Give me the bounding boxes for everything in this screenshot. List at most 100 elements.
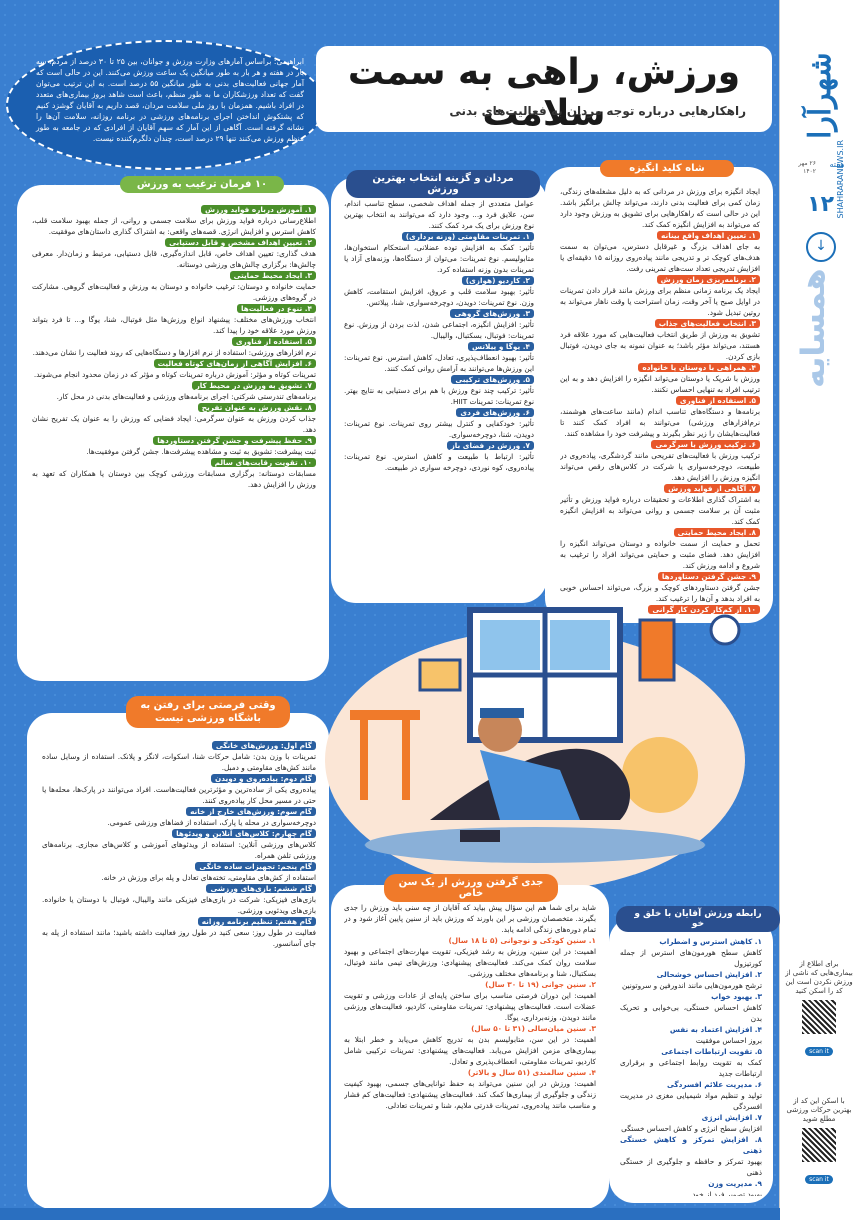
item-text: پیاده‌روی یکی از ساده‌ترین و مؤثرترین فع…: [42, 785, 316, 805]
newspaper-logo: شهرآرا: [803, 52, 838, 140]
man-exercising-illustration: [325, 607, 745, 890]
item-heading: ۱. تمرینات مقاومتی (وزنه برداری): [401, 232, 534, 241]
item-text: بهبود تمرکز و حافظه و جلوگیری از خستگی ذ…: [620, 1157, 762, 1177]
item-heading: گام دوم: پیاده‌روی و دویدن: [211, 774, 316, 783]
list-item: ۱. سنین کودکی و نوجوانی (۵ تا ۱۸ سال) اه…: [344, 935, 596, 979]
item-heading: ۱. سنین کودکی و نوجوانی (۵ تا ۱۸ سال): [448, 936, 596, 945]
list-item: ۳. ایجاد محیط حمایتی حمایت خانواده و دوس…: [32, 270, 316, 303]
qr-panel: برای اطلاع از بیماری‌هایی که ناشی از ورز…: [784, 960, 854, 1210]
intro-bubble: [6, 40, 326, 170]
list-item: ۴. افزایش اعتماد به نفس بروز احساس موفقی…: [620, 1024, 762, 1046]
item-text: اطلاع‌رسانی درباره فواید ورزش برای سلامت…: [32, 216, 316, 236]
arrow-down-icon: ↓: [806, 232, 836, 262]
list-item: ۴. تنوع در فعالیت‌ها انتخاب ورزش‌های مخت…: [32, 303, 316, 336]
list-item: ۱. کاهش استرس و اضطراب کاهش سطح هورمون‌ه…: [620, 936, 762, 969]
item-heading: ۷. آگاهی از فواید ورزش: [664, 484, 760, 493]
item-heading: ۵. استفاده از فناوری: [675, 396, 760, 405]
item-text: به جای اهداف بزرگ و غیرقابل دسترس، می‌تو…: [560, 242, 760, 273]
list-item: ۷. آگاهی از فواید ورزش به اشتراک گذاری ا…: [560, 483, 760, 527]
item-text: تولید و تنظیم مواد شیمیایی مغزی در مدیری…: [620, 1091, 762, 1111]
item-text: برنامه‌های تندرستی شرکتی: اجرای برنامه‌ه…: [56, 392, 316, 401]
list-item: ۶. افزایش آگاهی از زمان‌های کوتاه فعالیت…: [32, 358, 316, 380]
item-text: استفاده از کش‌های مقاومتی، تخته‌های تعاد…: [101, 873, 316, 882]
item-text: اهمیت: در این سنین، ورزش به رشد فیزیکی، …: [344, 947, 596, 978]
card-motivation-body: ایجاد انگیزه برای ورزش در مردانی که به د…: [560, 186, 760, 616]
item-heading: گام پنجم: تجهیزات ساده خانگی: [195, 862, 316, 871]
weekday: هفته: [829, 160, 845, 169]
item-text: انتخاب ورزش‌های مختلف: پیشنهاد انواع ورز…: [32, 315, 316, 335]
item-text: فعالیت در طول روز: سعی کنید در طول روز ف…: [42, 928, 316, 948]
card-no-gym-body: گام اول: ورزش‌های خانگی تمرینات با وزن ب…: [42, 740, 316, 1200]
card-ten-tips-title: ۱۰ فرمان ترغیب به ورزش: [120, 176, 284, 193]
card-best-sport-title: مردان و گزینه انتخاب بهترین ورزش: [346, 170, 540, 198]
qr-code-icon[interactable]: [802, 1128, 836, 1162]
list-item: ۳. بهبود خواب کاهش احساس خستگی، بی‌خوابی…: [620, 991, 762, 1024]
item-heading: ۴. افزایش اعتماد به نفس: [669, 1025, 762, 1034]
item-text: کمک به تقویت روابط اجتماعی و برقراری ارت…: [620, 1058, 762, 1078]
scan-badge: scan it: [805, 1047, 833, 1056]
item-text: اهمیت: این دوران فرصتی مناسب برای ساختن …: [344, 991, 596, 1022]
list-item: ۱۰. از کم‌کار کردن کار گرانی نگاه کردن ب…: [560, 604, 760, 616]
item-text: هدف گذاری: تعیین اهداف خاص، قابل اندازه‌…: [32, 249, 316, 269]
website-url[interactable]: SHAHRARANEWS.IR: [836, 140, 845, 219]
item-text: ترکیب ورزش با فعالیت‌های تفریحی مانند گر…: [560, 451, 760, 482]
item-text: به اشتراک گذاری اطلاعات و تحقیقات درباره…: [560, 495, 760, 526]
card-no-gym-title: وقتی فرصتی برای رفتن به باشگاه ورزشی نیس…: [126, 696, 290, 728]
item-heading: ۷. افزایش انرژی: [701, 1113, 762, 1122]
item-text: ثبت پیشرفت: تشویق به ثبت و مشاهده پیشرفت…: [86, 447, 316, 456]
list-item: ۲. افزایش احساس خوشحالی ترشح هورمون‌هایی…: [620, 969, 762, 991]
list-item: ۴. یوگا و پیلاتس تأثیر: بهبود انعطاف‌پذی…: [344, 341, 534, 374]
item-heading: ۴. یوگا و پیلاتس: [467, 342, 534, 351]
page-number: ۱۲: [807, 192, 834, 217]
card-mood-title: رابطه ورزش آقایان با خلق و خو: [616, 906, 780, 932]
qr-code-icon[interactable]: [802, 1000, 836, 1034]
title-box: ورزش، راهی به سمت سلامت راهکارهایی دربار…: [316, 46, 772, 134]
item-heading: ۱. آموزش درباره فواید ورزش: [200, 205, 316, 214]
list-item: ۲. برنامه‌ریزی زمان ورزش ایجاد یک برنامه…: [560, 274, 760, 318]
item-text: جذاب کردن ورزش به عنوان سرگرمی: ایجاد فض…: [32, 414, 316, 434]
item-heading: ۳. سنین میان‌سالی (۳۱ تا ۵۰ سال): [471, 1024, 596, 1033]
card-intro: عوامل متعددی از جمله اهداف شخصی، سطح تنا…: [344, 199, 534, 230]
item-heading: ۶. ورزش‌های فردی: [456, 408, 534, 417]
card-best-sport: [334, 180, 544, 600]
item-heading: ۸. ایجاد محیط حمایتی: [673, 528, 760, 537]
item-text: نرم افزارهای ورزشی: استفاده از نرم افزار…: [32, 348, 316, 357]
list-item: ۶. ترکیب ورزش با سرگرمی ترکیب ورزش با فع…: [560, 439, 760, 483]
list-item: گام دوم: پیاده‌روی و دویدن پیاده‌روی یکی…: [42, 773, 316, 806]
item-text: کاهش احساس خستگی، بی‌خوابی و تحریک بدن: [620, 1003, 762, 1023]
item-text: تأثیر: خودکفایی و کنترل بیشتر روی تمرینا…: [344, 419, 534, 439]
item-heading: ۶. مدیریت علائم افسردگی: [667, 1080, 762, 1089]
card-intro: شاید برای شما هم این سؤال پیش بیاید که آ…: [344, 903, 596, 934]
list-item: ۲. سنین جوانی (۱۹ تا ۳۰ سال) اهمیت: این …: [344, 979, 596, 1023]
item-heading: ۲. تعیین اهداف مشخص و قابل دستیابی: [165, 238, 316, 247]
item-heading: ۳. ورزش‌های گروهی: [450, 309, 534, 318]
item-text: کلاس‌های ورزشی آنلاین: استفاده از ویدئوه…: [42, 840, 316, 860]
item-text: ورزش با شریک یا دوستان می‌تواند انگیزه ر…: [560, 374, 760, 394]
list-item: ۷. ورزش در فضای باز تأثیر: ارتباط با طبی…: [344, 440, 534, 473]
list-item: ۲. تعیین اهداف مشخص و قابل دستیابی هدف گ…: [32, 237, 316, 270]
scan-badge: scan it: [805, 1175, 833, 1184]
item-text: بهبود تصویر فرد از خود: [692, 1190, 762, 1196]
item-text: تشویق به ورزش از طریق انتخاب فعالیت‌هایی…: [560, 330, 760, 361]
list-item: ۱. تعیین اهداف واقع بینانه به جای اهداف …: [560, 230, 760, 274]
item-heading: گام ششم: بازی‌های ورزشی: [206, 884, 316, 893]
list-item: ۹. مدیریت وزن بهبود تصویر فرد از خود: [620, 1178, 762, 1196]
item-heading: گام سوم: ورزش‌های خارج از خانه: [186, 807, 316, 816]
list-item: ۵. ورزش‌های ترکیبی تأثیر: ترکیب چند نوع …: [344, 374, 534, 407]
item-text: تأثیر: کمک به افزایش توده عضلانی، استحکا…: [344, 243, 534, 274]
item-heading: ۴. سنین سالمندی (۵۱ سال و بالاتر): [467, 1068, 596, 1077]
list-item: ۱. تمرینات مقاومتی (وزنه برداری) تأثیر: …: [344, 231, 534, 275]
qr-caption-2: با اسکن این کد از بهترین حرکات ورزشی مطل…: [786, 1097, 852, 1123]
item-heading: ۱۰. تقویت رقابت‌های سالم: [210, 458, 316, 467]
list-item: ۵. استفاده از فناوری برنامه‌ها و دستگاه‌…: [560, 395, 760, 439]
item-heading: ۲. برنامه‌ریزی زمان ورزش: [656, 275, 760, 284]
item-text: حمایت خانواده و دوستان: ترغیب خانواده و …: [32, 282, 316, 302]
qr-caption-1: برای اطلاع از بیماری‌هایی که ناشی از ورز…: [785, 960, 853, 995]
card-motivation: [548, 170, 770, 620]
item-text: برنامه‌ها و دستگاه‌های تناسب اندام (مانن…: [560, 407, 760, 438]
masthead-strip: شهرآرا SHAHRARANEWS.IR هفته ۲۶ مهر ۱۴۰۲ …: [779, 0, 858, 1220]
list-item: ۳. سنین میان‌سالی (۳۱ تا ۵۰ سال) اهمیت: …: [344, 1023, 596, 1067]
list-item: گام چهارم: کلاس‌های آنلاین و ویدئوها کلا…: [42, 828, 316, 861]
list-item: ۶. ورزش‌های فردی تأثیر: خودکفایی و کنترل…: [344, 407, 534, 440]
item-heading: ۹. مدیریت وزن: [708, 1179, 762, 1188]
